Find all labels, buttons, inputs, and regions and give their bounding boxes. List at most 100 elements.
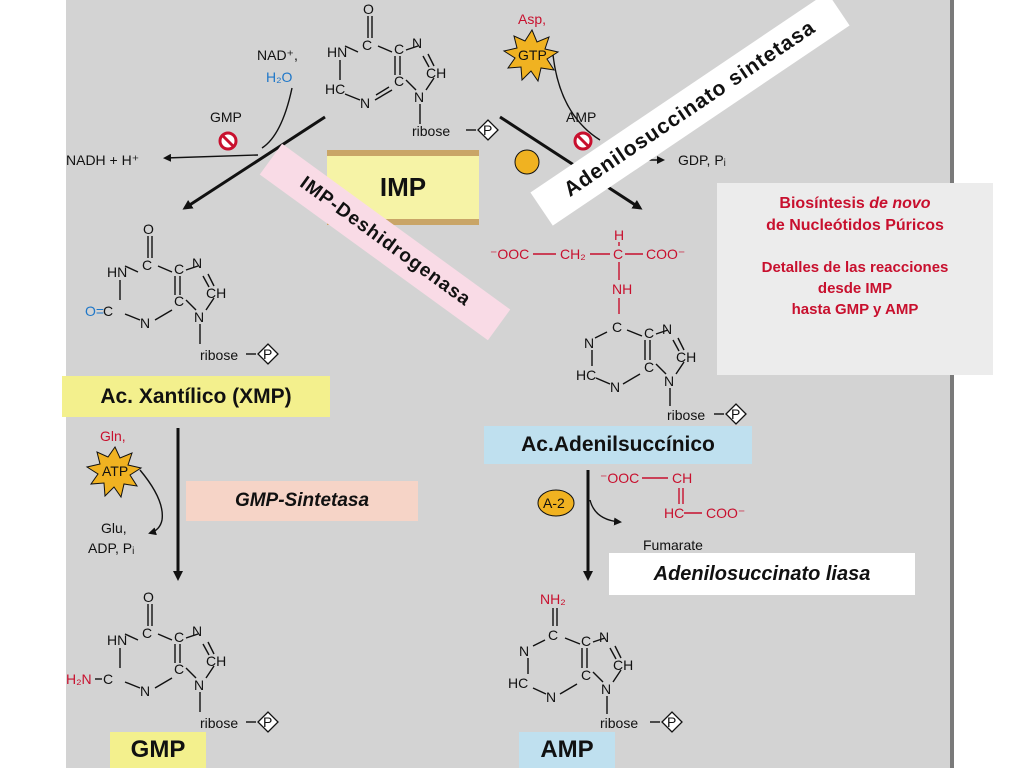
imp-c: C (362, 37, 372, 53)
fumarate-bonds (642, 477, 702, 514)
gtp-coenzyme-icon (514, 149, 540, 175)
amp-nh2: NH₂ (540, 591, 566, 607)
amp-n9: N (601, 681, 611, 697)
a2-icon: A-2 (537, 489, 575, 517)
atp-burst-icon-left: ATP (85, 445, 143, 499)
imp-n9: N (414, 89, 424, 105)
amp-n1: N (519, 643, 529, 659)
imp-phosphate: P (477, 119, 499, 141)
gmp-ribose: ribose (200, 715, 238, 731)
info-title: Biosíntesis de novo de Nucleótidos Púric… (717, 193, 993, 237)
as-coo: COO⁻ (646, 246, 685, 262)
as-ch2: CH₂ (560, 246, 586, 262)
amp-inhibitor-label: AMP (566, 109, 596, 125)
nadh-label: NADH + H⁺ (66, 152, 139, 168)
gmp-hn: HN (107, 632, 127, 648)
amp-structure (527, 608, 660, 723)
imp-o-atom: O (363, 1, 374, 17)
amp-ribose: ribose (600, 715, 638, 731)
gmp-o-atom: O (143, 589, 154, 605)
gmp-inhibition-icon (218, 131, 238, 151)
svg-text:GTP: GTP (518, 47, 547, 63)
as-n3: N (610, 379, 620, 395)
info-title-italic: de novo (869, 195, 931, 212)
svg-text:A-2: A-2 (543, 495, 565, 511)
imp-ch: CH (426, 65, 446, 81)
info-title-line2: de Nucleótidos Púricos (766, 217, 944, 234)
amp-label: AMP (519, 732, 615, 768)
imp-ribose: ribose (412, 123, 450, 139)
amp-phosphate: P (661, 711, 683, 733)
gmp-synthetase-label: GMP-Sintetasa (186, 481, 418, 521)
info-detail: Detalles de las reacciones desde IMP has… (717, 257, 993, 320)
as-n1: N (584, 335, 594, 351)
nad-curve (261, 87, 293, 149)
as-c6: C (612, 319, 622, 335)
xmp-label: Ac. Xantílico (XMP) (62, 376, 330, 417)
gmp-structure (119, 604, 256, 723)
xmp-hn: HN (107, 264, 127, 280)
as-ooc: ⁻OOC (490, 246, 529, 262)
xmp-ribose: ribose (200, 347, 238, 363)
fum-coo: COO⁻ (706, 505, 745, 521)
adenylsuccinate-ring (591, 329, 724, 415)
gmp-label: GMP (110, 732, 206, 768)
xmp-c2: C (103, 303, 113, 319)
xmp-ch: CH (206, 285, 226, 301)
as-c4: C (644, 359, 654, 375)
svg-text:P: P (667, 714, 676, 730)
gtp-burst-icon: GTP (502, 28, 560, 83)
as-ribose: ribose (667, 407, 705, 423)
svg-text:P: P (483, 122, 492, 138)
adenylsuccinate-label: Ac.Adenilsuccínico (484, 426, 752, 464)
svg-text:P: P (263, 346, 272, 362)
as-h: H (614, 227, 624, 243)
adenylsuccinate-side-chain (533, 242, 643, 314)
gln-label: Gln, (100, 428, 126, 444)
gmp-h2n: H₂N (66, 671, 92, 687)
xmp-c4: C (174, 293, 184, 309)
amp-c5: C (581, 633, 591, 649)
info-detail-line3: hasta GMP y AMP (791, 301, 919, 318)
right-border (950, 0, 954, 768)
xmp-n3: N (140, 315, 150, 331)
fum-ch: CH (672, 470, 692, 486)
as-n9: N (664, 373, 674, 389)
gmp-ch: CH (206, 653, 226, 669)
gmp-inhibitor-label: GMP (210, 109, 242, 125)
as-c5: C (644, 325, 654, 341)
svg-text:ATP: ATP (102, 463, 128, 479)
nad-label: NAD⁺, (257, 47, 298, 63)
imp-c4: C (394, 73, 404, 89)
imp-hc: HC (325, 81, 345, 97)
xmp-c5: C (174, 261, 184, 277)
arrow-imp-to-xmp (182, 115, 326, 210)
xmp-phosphate: P (257, 343, 279, 365)
info-box: Biosíntesis de novo de Nucleótidos Púric… (717, 183, 993, 375)
amp-hc: HC (508, 675, 528, 691)
imp-n7: N (412, 35, 422, 51)
amp-c6: C (548, 627, 558, 643)
xmp-c: C (142, 257, 152, 273)
imp-n3: N (360, 95, 370, 111)
amp-c4: C (581, 667, 591, 683)
info-detail-line1: Detalles de las reacciones (761, 259, 949, 276)
gmp-n3: N (140, 683, 150, 699)
gmp-c: C (142, 625, 152, 641)
as-n7: N (662, 321, 672, 337)
xmp-o-eq: O= (85, 303, 104, 319)
imp-hn: HN (327, 44, 347, 60)
gdp-label: GDP, Pᵢ (678, 152, 726, 168)
asp-curve (552, 54, 601, 141)
asp-label: Asp, (518, 11, 546, 27)
svg-text:P: P (731, 406, 740, 422)
gmp-c5: C (174, 629, 184, 645)
info-detail-line2: desde IMP (817, 280, 893, 297)
xmp-structure (119, 236, 256, 355)
fum-ooc: ⁻OOC (600, 470, 639, 486)
gmp-n9: N (194, 677, 204, 693)
amp-n7: N (599, 629, 609, 645)
nadh-arrow (163, 153, 259, 162)
gmp-phosphate: P (257, 711, 279, 733)
